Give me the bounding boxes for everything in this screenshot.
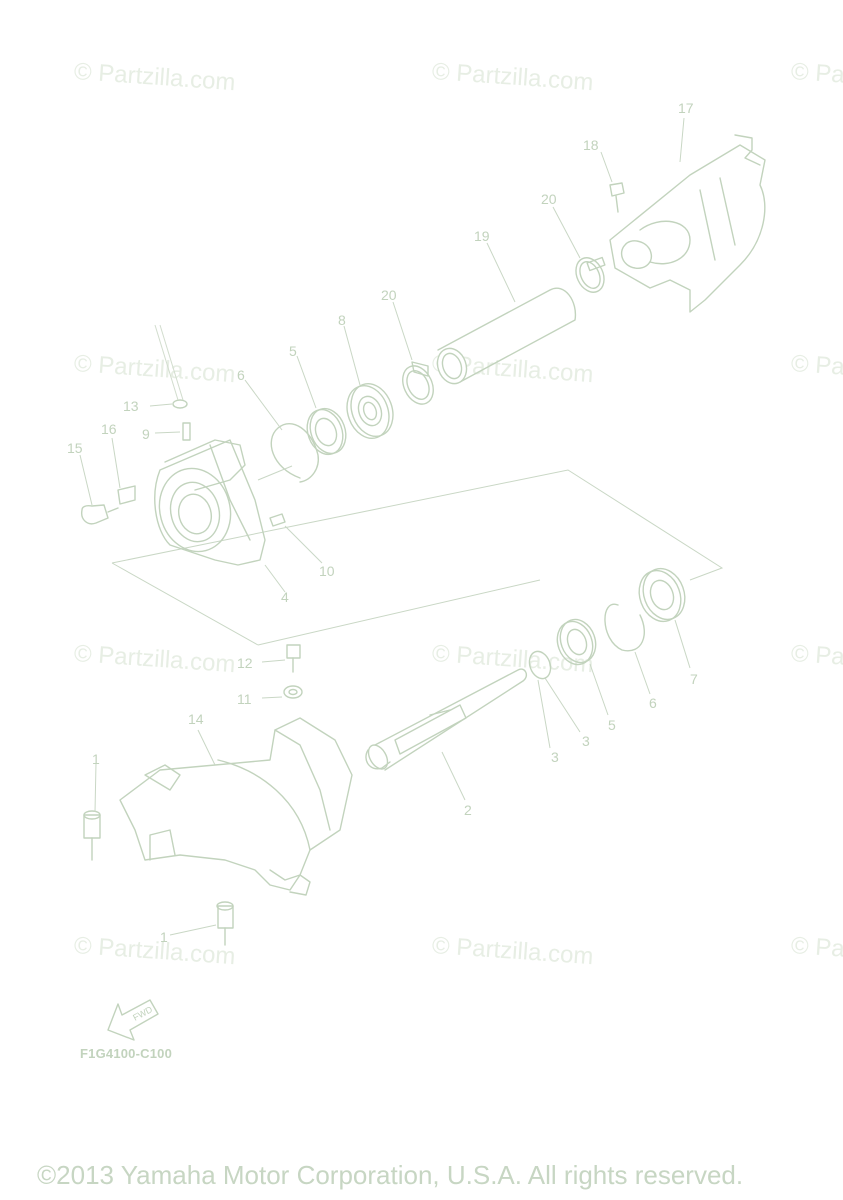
part-16-clip (111, 437, 136, 505)
callout-17: 17 (678, 100, 694, 116)
part-2-shaft (365, 668, 528, 801)
part-3-seal (528, 650, 581, 749)
assembly-boundary (111, 469, 724, 646)
callout-1: 1 (160, 929, 168, 945)
callout-20: 20 (381, 287, 397, 303)
part-20-clamp (392, 301, 434, 405)
part-10-pin (269, 513, 323, 564)
part-20-clamp (552, 206, 606, 293)
callout-9: 9 (142, 426, 150, 442)
part-19-hose (436, 242, 577, 385)
part-13-washer (149, 324, 188, 409)
part-9-fitting (154, 422, 191, 441)
part-12-bolt (261, 644, 301, 673)
callout-6: 6 (237, 367, 245, 383)
callout-16: 16 (101, 421, 117, 437)
part-1-grommet (169, 901, 234, 946)
callout-18: 18 (583, 137, 599, 153)
callout-11: 11 (237, 691, 252, 707)
callout-20: 20 (541, 191, 557, 207)
part-5-seal (556, 618, 609, 716)
part-17-guard (609, 117, 766, 313)
callout-3: 3 (551, 749, 559, 765)
fwd-arrow-icon: FWD (107, 999, 159, 1041)
fwd-label: FWD (131, 1004, 154, 1023)
callout-14: 14 (188, 711, 204, 727)
callout-1: 1 (92, 751, 100, 767)
part-14-cover (119, 717, 353, 896)
part-6-circlip (604, 603, 651, 695)
part-8-bearing (343, 325, 394, 439)
diagram-code: F1G4100-C100 (80, 1046, 173, 1061)
part-7-bearing (638, 567, 691, 669)
callout-19: 19 (474, 228, 490, 244)
callout-15: 15 (67, 440, 83, 456)
part-4-housing (154, 439, 293, 593)
callout-6: 6 (649, 695, 657, 711)
callout-3: 3 (582, 733, 590, 749)
callout-2: 2 (464, 802, 472, 818)
part-15-bolt (79, 454, 119, 525)
callout-5: 5 (289, 343, 297, 359)
callout-10: 10 (319, 563, 335, 579)
callout-12: 12 (237, 655, 253, 671)
part-6-circlip (244, 379, 319, 483)
callout-8: 8 (338, 312, 346, 328)
callout-13: 13 (123, 398, 139, 414)
part-5-seal (296, 355, 347, 456)
callout-4: 4 (281, 589, 289, 605)
part-1-grommet (83, 762, 101, 861)
copyright-notice: ©2013 Yamaha Motor Corporation, U.S.A. A… (37, 1160, 744, 1190)
callout-5: 5 (608, 717, 616, 733)
callout-7: 7 (690, 671, 698, 687)
part-11-washer (261, 685, 303, 699)
part-18-bolt (600, 151, 625, 213)
